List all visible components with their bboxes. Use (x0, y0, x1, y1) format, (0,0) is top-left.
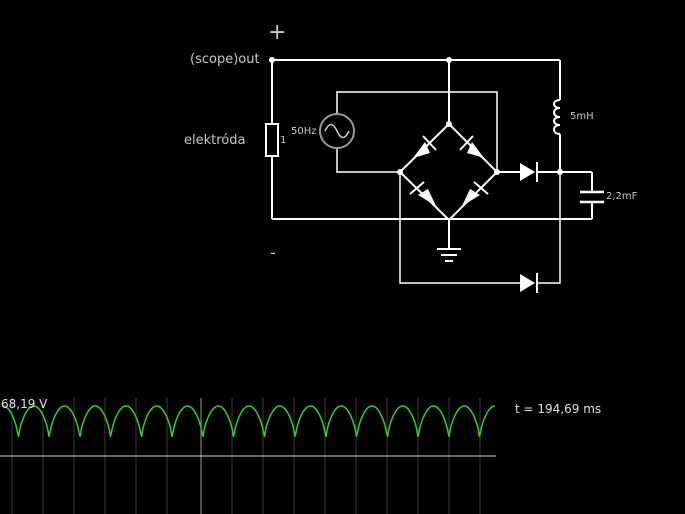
scope-time: t = 194,69 ms (515, 402, 602, 416)
minus-label: - (270, 243, 276, 262)
lower-loop-wire (399, 172, 561, 284)
bridge-diode-ur[interactable] (459, 135, 484, 158)
sine-icon (324, 123, 350, 139)
lower-diode[interactable] (520, 273, 538, 293)
junction-dot (397, 169, 403, 175)
electrode-resistor[interactable] (265, 123, 279, 157)
ac-source[interactable] (319, 113, 355, 149)
bridge-rhombus (398, 122, 499, 222)
scope-voltage: 68,19 V (1, 397, 48, 411)
ground-icon (437, 248, 461, 262)
inductor-label: 5mH (570, 111, 594, 122)
bridge-diode-lr[interactable] (462, 181, 489, 206)
capacitor-label: 2,2mF (606, 191, 638, 202)
junction-dot (446, 121, 452, 127)
resistor-value: 1 (280, 135, 287, 146)
source-loop-wire (336, 91, 498, 173)
source-frequency: 50Hz (291, 126, 317, 137)
plus-label: + (268, 20, 287, 45)
junction-dot (494, 169, 500, 175)
bridge-diode-ul[interactable] (413, 135, 437, 158)
electrode-label: elektróda (184, 133, 246, 148)
junction-dot (446, 57, 452, 63)
scope-out-label: (scope)out (190, 52, 260, 67)
junction-dot (557, 169, 563, 175)
bridge-diode-ll[interactable] (409, 181, 436, 206)
junction-dot (269, 57, 275, 63)
inductor[interactable] (553, 99, 561, 135)
series-diode[interactable] (520, 162, 538, 182)
scope-trace (2, 405, 496, 437)
